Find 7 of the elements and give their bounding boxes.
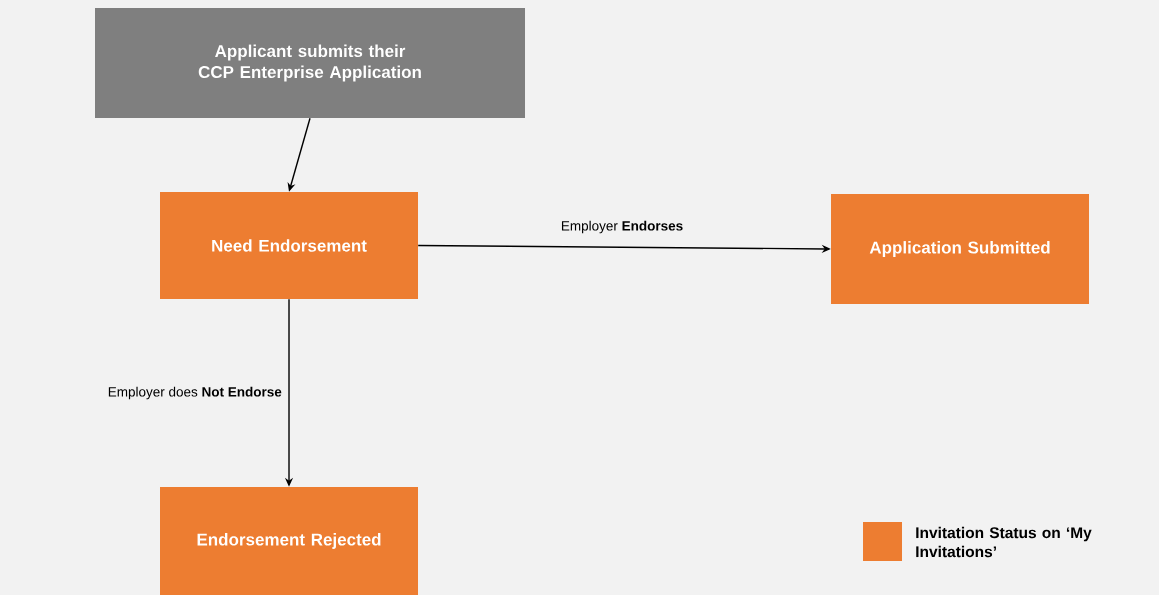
- status-box: Application Submitted: [831, 194, 1089, 304]
- status-box: Need Endorsement: [160, 192, 418, 299]
- legend-label: Invitation Status on ‘My Invitations’: [916, 526, 1092, 558]
- edge-label: Employer does Not Endorse: [108, 386, 282, 400]
- status-box: Applicant submits their CCP Enterprise Application: [95, 8, 525, 118]
- edge-label: Employer Endorses: [561, 220, 683, 234]
- status-box: Endorsement Rejected: [160, 487, 418, 595]
